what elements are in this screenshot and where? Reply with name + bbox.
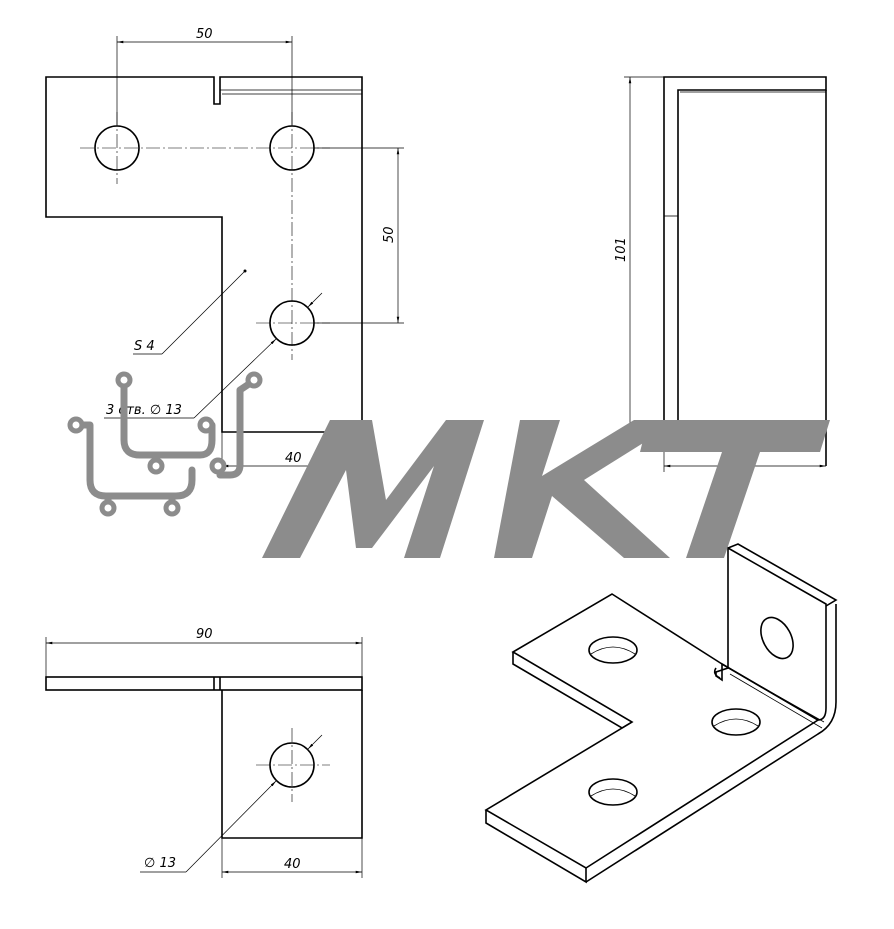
front-view-outline xyxy=(45,76,363,433)
side-view: 101 46 xyxy=(614,76,827,472)
thickness-label: S 4 xyxy=(134,339,155,354)
logo-symbol xyxy=(74,378,256,510)
dim-flange-label: 40 xyxy=(284,857,301,872)
logo-letter-t xyxy=(640,420,830,558)
iso-hole-flange xyxy=(760,616,794,660)
logo-letter-k xyxy=(494,420,680,558)
dim-bottom-label: 40 xyxy=(285,451,302,466)
isometric-view xyxy=(484,543,838,884)
iso-hole-2 xyxy=(711,708,761,736)
front-view: 50 50 40 S 4 3 отв. ∅ 13 xyxy=(45,27,404,472)
holes-label: 3 отв. ∅ 13 xyxy=(106,403,182,418)
top-view-flange xyxy=(221,690,363,839)
side-view-outline xyxy=(663,76,827,433)
dim-right-label: 50 xyxy=(382,226,397,243)
hole-label: ∅ 13 xyxy=(144,856,176,871)
dim-total-label: 90 xyxy=(196,627,213,642)
iso-flange-face xyxy=(715,546,827,721)
iso-hole-3 xyxy=(588,778,638,806)
top-view: 90 40 ∅ 13 xyxy=(45,627,363,878)
iso-hole-1 xyxy=(588,636,638,664)
logo-letter-m xyxy=(262,420,484,558)
iso-plate-top xyxy=(484,593,820,869)
dim-top-label: 50 xyxy=(196,27,213,42)
watermark-logo xyxy=(67,371,830,558)
dim-height-label: 101 xyxy=(614,237,629,262)
top-view-plate xyxy=(45,676,363,691)
hole-leader xyxy=(193,338,277,419)
